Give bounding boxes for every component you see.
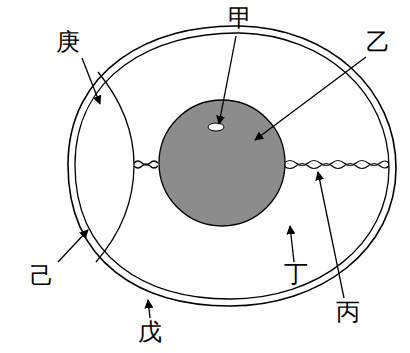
part-label: 丙 (336, 300, 360, 324)
egg-shell (68, 26, 396, 306)
part-label: 乙 (366, 30, 390, 54)
part-label: 戊 (138, 320, 162, 344)
shell-membrane (75, 33, 389, 299)
leader-line (82, 58, 100, 104)
germinal-disc (208, 123, 224, 131)
chalaza-right (284, 164, 389, 169)
leader-line (290, 226, 294, 262)
part-label: 甲 (228, 6, 252, 30)
part-label: 己 (30, 264, 54, 288)
leader-lines (58, 36, 366, 318)
leader-line (148, 300, 150, 318)
yolk (159, 100, 285, 226)
leader-line (318, 172, 344, 298)
leader-line (58, 230, 88, 262)
leader-line (219, 36, 236, 124)
leader-line (255, 57, 366, 140)
air-cell (96, 72, 134, 262)
part-label: 庚 (56, 30, 80, 54)
chalaza-left (134, 164, 158, 168)
part-label: 丁 (284, 262, 308, 286)
